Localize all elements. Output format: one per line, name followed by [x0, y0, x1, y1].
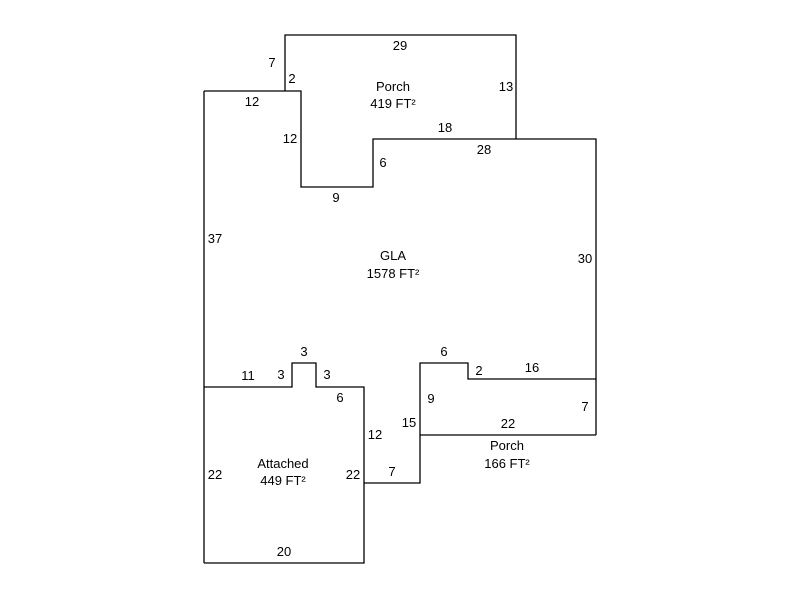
dim-label: 15 [402, 415, 416, 430]
dim-label: 12 [368, 427, 382, 442]
dim-label: 13 [499, 79, 513, 94]
dim-label: 3 [277, 367, 284, 382]
dim-label: 7 [268, 55, 275, 70]
porch-top-name: Porch [376, 79, 410, 94]
dim-label: 9 [332, 190, 339, 205]
dim-label: 3 [300, 344, 307, 359]
dim-label: 2 [475, 363, 482, 378]
porch-top-outline [284, 34, 517, 139]
attached-outline [204, 362, 365, 564]
dim-label: 6 [440, 344, 447, 359]
dim-label: 12 [245, 94, 259, 109]
link-wall [364, 362, 596, 484]
dimension-labels: 29 7 2 13 18 12 12 9 6 28 37 30 11 3 3 3… [208, 38, 592, 559]
dim-label: 16 [525, 360, 539, 375]
dim-label: 6 [379, 155, 386, 170]
dim-label: 12 [283, 131, 297, 146]
porch-top-area: 419 FT² [370, 96, 416, 111]
dim-label: 7 [388, 464, 395, 479]
area-labels: Porch 419 FT² GLA 1578 FT² Attached 449 … [257, 79, 530, 488]
porch-right-area: 166 FT² [484, 456, 530, 471]
outlines [203, 34, 597, 564]
dim-label: 22 [208, 467, 222, 482]
attached-area: 449 FT² [260, 473, 306, 488]
gla-outline [204, 90, 597, 435]
dim-label: 22 [501, 416, 515, 431]
gla-area: 1578 FT² [367, 266, 420, 281]
dim-label: 18 [438, 120, 452, 135]
porch-right-name: Porch [490, 438, 524, 453]
dim-label: 28 [477, 142, 491, 157]
dim-label: 7 [581, 399, 588, 414]
dim-label: 30 [578, 251, 592, 266]
attached-name: Attached [257, 456, 308, 471]
dim-label: 22 [346, 467, 360, 482]
dim-label: 29 [393, 38, 407, 53]
dim-label: 20 [277, 544, 291, 559]
dim-label: 9 [427, 391, 434, 406]
gla-name: GLA [380, 248, 406, 263]
dim-label: 37 [208, 231, 222, 246]
dim-label: 3 [323, 367, 330, 382]
dim-label: 11 [241, 368, 255, 383]
dim-label: 6 [336, 390, 343, 405]
dim-label: 2 [288, 71, 295, 86]
